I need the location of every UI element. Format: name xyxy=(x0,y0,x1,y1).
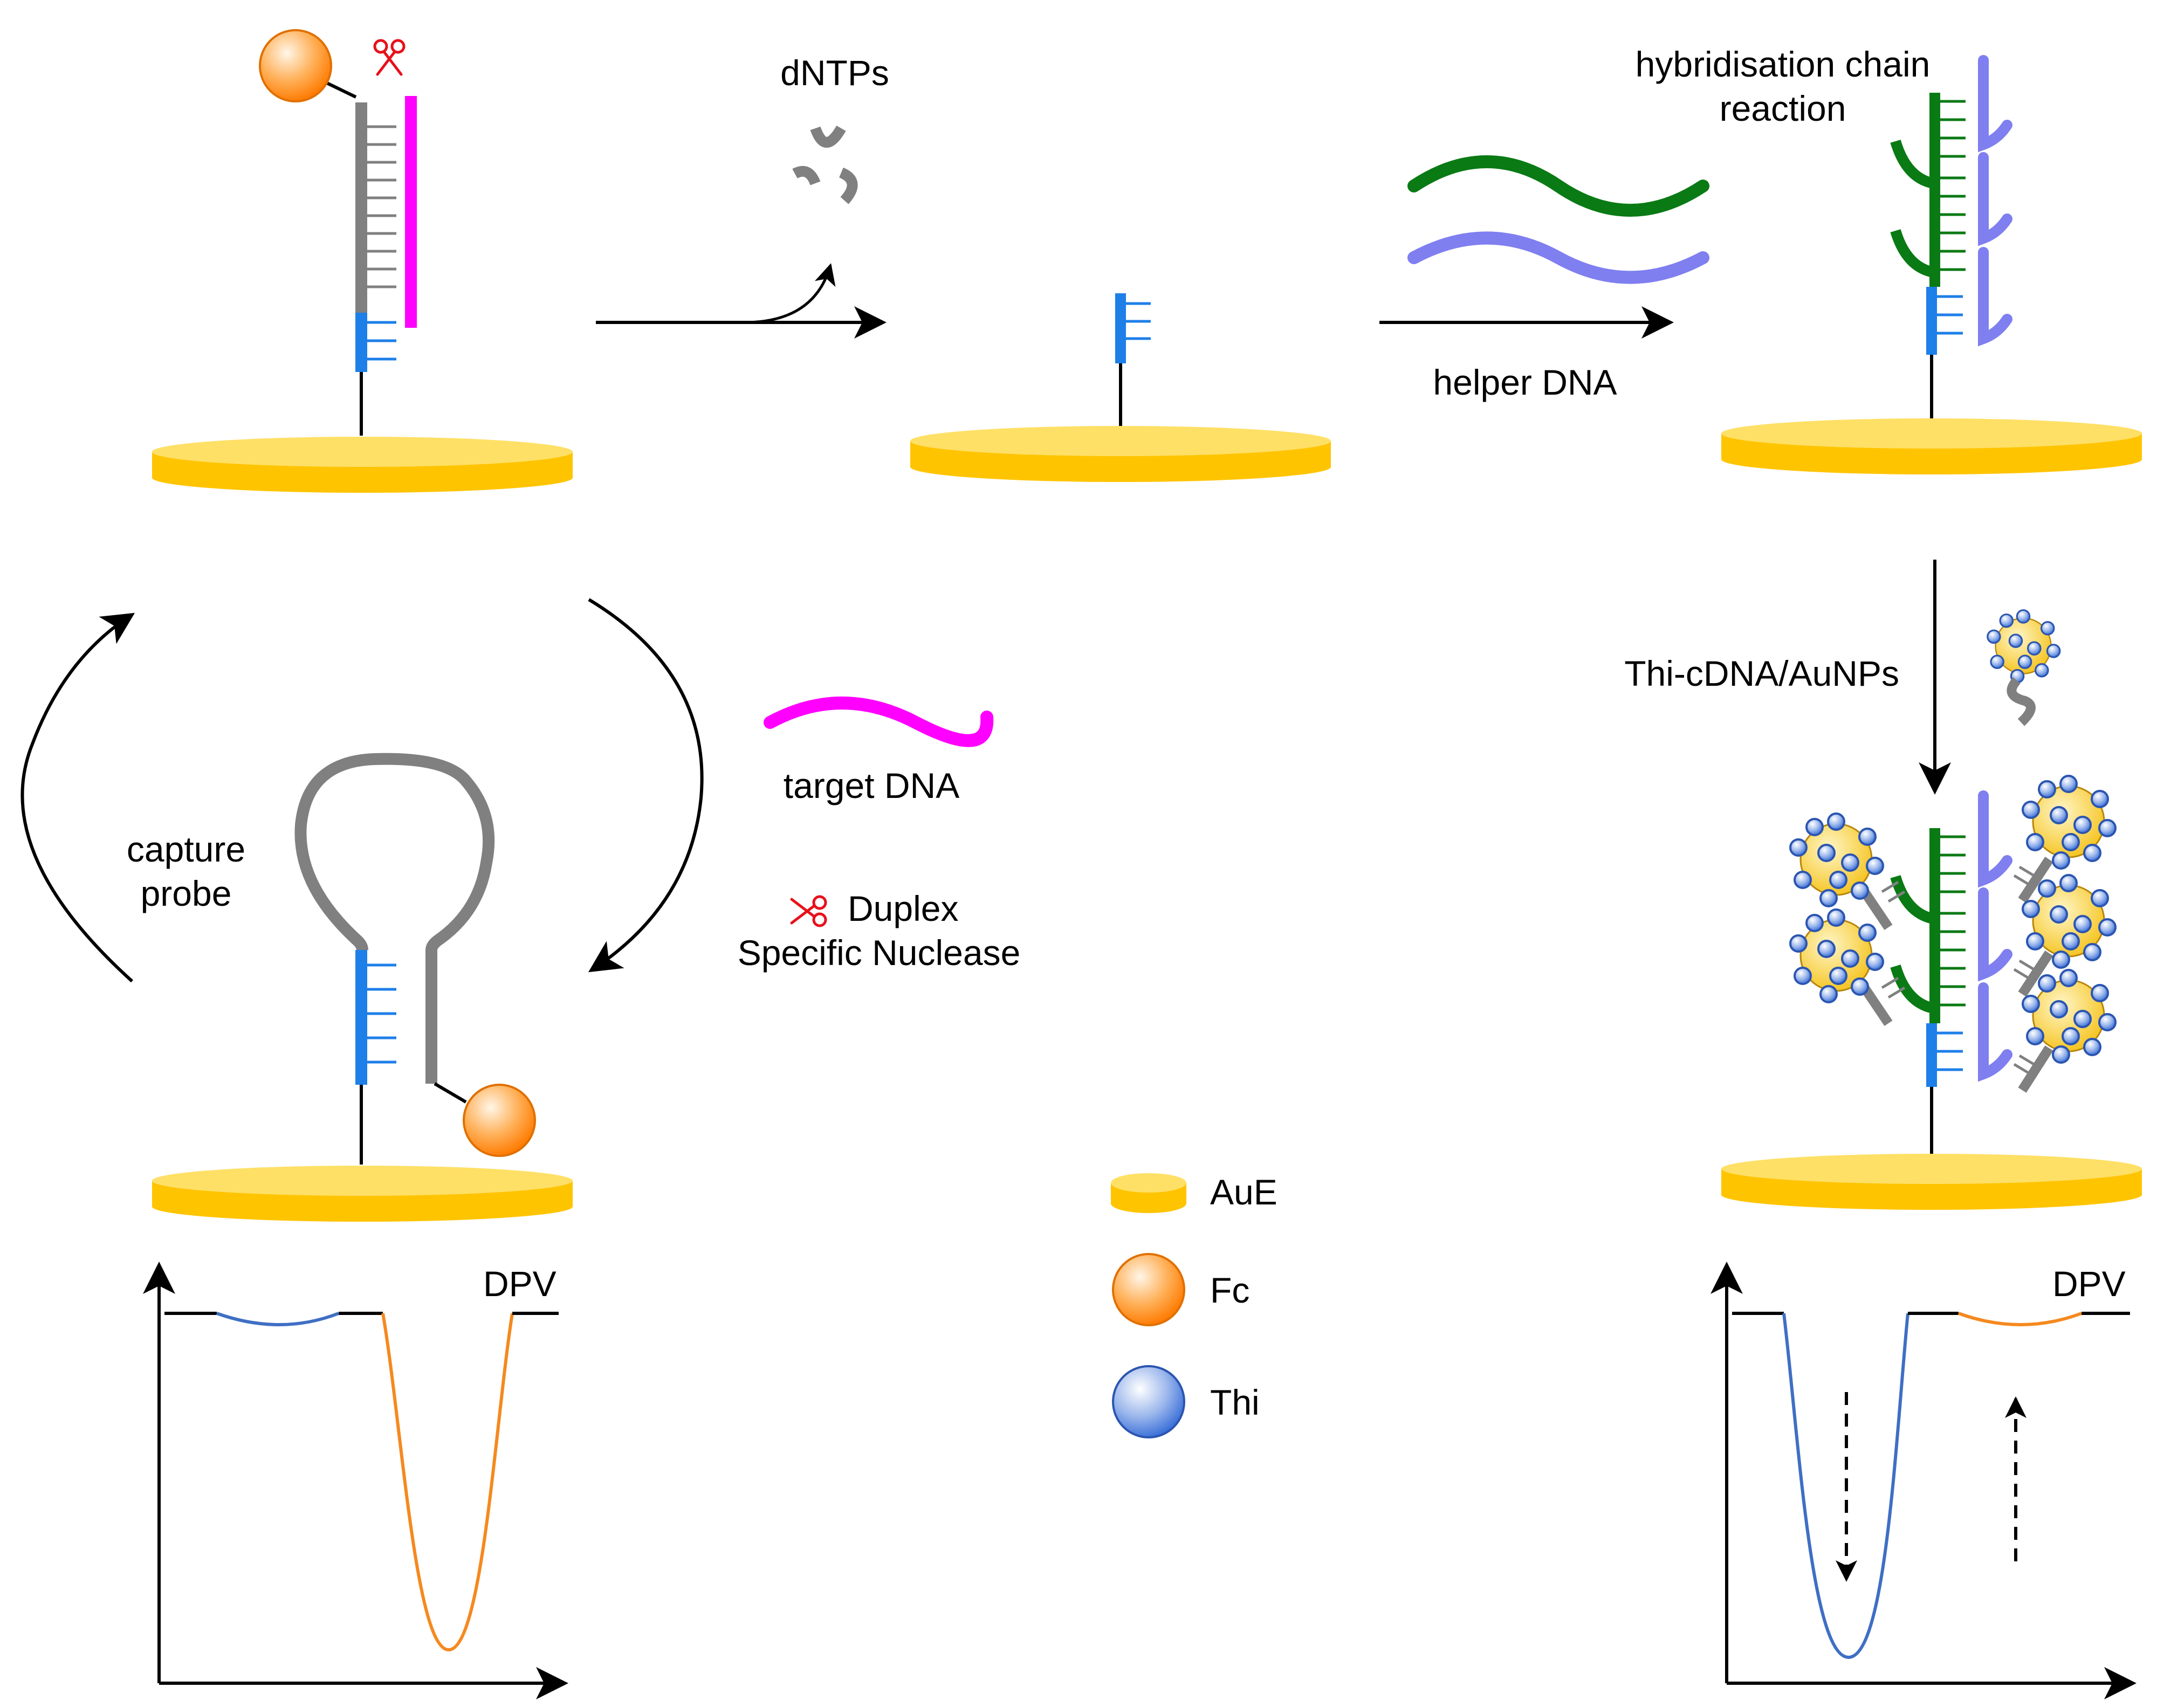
legend-aue: AuE xyxy=(1111,1172,1277,1213)
legend-fc: Fc xyxy=(1112,1253,1249,1326)
cycle-arrow-right xyxy=(588,598,704,973)
thi-cdna-aunp-icon xyxy=(1987,609,2061,726)
capture-probe-label-line2: probe xyxy=(141,873,232,913)
panel-hairpin-probe xyxy=(152,753,573,1222)
thi-cdna-label: Thi-cDNA/AuNPs xyxy=(1624,653,1899,693)
panel-duplex-on-electrode xyxy=(152,29,573,493)
fc-label-sphere xyxy=(259,29,332,102)
legend: AuE Fc Thi xyxy=(1111,1172,1277,1438)
dpv-left-label: DPV xyxy=(483,1264,557,1304)
dsn-label-line1: Duplex xyxy=(848,889,958,928)
dpv-right-label: DPV xyxy=(2052,1264,2126,1304)
legend-aue-label: AuE xyxy=(1210,1172,1277,1212)
capture-probe-label-line1: capture xyxy=(127,829,245,869)
cycle-arrow-left xyxy=(20,612,135,983)
panel-hcr-product xyxy=(1721,55,2142,474)
hcr-label-line1: hybridisation chain xyxy=(1636,44,1931,84)
dntps-label: dNTPs xyxy=(780,53,889,93)
helper-dna-green-strand xyxy=(1407,155,1709,217)
dsn-label-line2: Specific Nuclease xyxy=(738,933,1021,973)
legend-thi-label: Thi xyxy=(1210,1382,1260,1422)
panel-aunp-labeled-hcr xyxy=(1721,775,2142,1210)
target-dna-strand xyxy=(764,697,994,747)
arrow-dntps-release xyxy=(744,263,836,324)
dntps-fragments-icon xyxy=(792,125,858,204)
hcr-label-line2: reaction xyxy=(1720,88,1846,128)
helper-dna-label: helper DNA xyxy=(1433,362,1617,402)
legend-fc-label: Fc xyxy=(1210,1270,1249,1310)
helper-dna-violet-strand xyxy=(1407,231,1709,284)
dpv-plot-right: DPV xyxy=(1711,1262,2137,1699)
thi-sphere-icon xyxy=(1112,1365,1185,1438)
scissors-icon xyxy=(375,40,404,74)
dsn-scissors-icon xyxy=(792,897,826,926)
legend-thi: Thi xyxy=(1112,1365,1260,1438)
dpv-plot-left: DPV xyxy=(143,1262,568,1699)
fc-sphere-icon xyxy=(1112,1253,1185,1326)
panel-cleaved-probe xyxy=(910,293,1331,482)
target-dna-label: target DNA xyxy=(784,766,959,805)
